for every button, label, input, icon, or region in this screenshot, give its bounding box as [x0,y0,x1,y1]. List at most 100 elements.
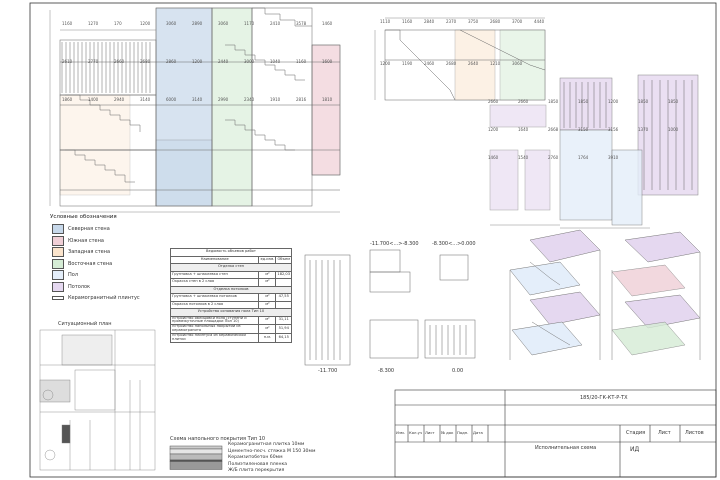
volume-table-title: Ведомость объемов работ [170,248,292,257]
situation-plan-title: Ситуационный план [58,321,112,327]
floor-layer-label: Цементно-песч. стяжка М 150 30мм [228,448,316,454]
table-cell-unit: м² [258,315,277,326]
dimension-label: 1040 [270,59,281,64]
dimension-label: 1200 [140,21,151,26]
table-cell-name: Грунтовка + шпаклевка потолков [169,293,260,302]
south-wall-panel [311,44,341,176]
dimension-label: 1200 [608,99,619,104]
dimension-label: 1190 [402,61,413,66]
wall-development-left [49,7,341,213]
dimension-label: 2460 [424,61,435,66]
table-cell-name: Устройство облицовки пола (ступени и про… [169,315,260,326]
table-group-label: Устройство основания пола Тип 10 [170,308,292,317]
drawing-code: 185/20-ГК-КТ-Р-ТХ [580,395,628,401]
dimension-label: 1860 [62,97,73,102]
table-cell-value [275,278,292,287]
stair-sections [304,249,476,366]
dimension-label: 170 [114,21,122,26]
dimension-label: 2668 [548,127,559,132]
volume-table: Ведомость объемов работ Наименование ед.… [169,248,292,344]
dimension-label: 2660 [488,99,499,104]
isometric-view-1 [509,229,601,360]
legend-label: Южная стена [68,237,104,244]
sheet-border [29,2,717,478]
dimension-label: 1850 [638,99,649,104]
dimension-label: 1910 [270,97,281,102]
legend-swatch [52,281,64,292]
dimension-label: 2640 [468,61,479,66]
dimension-label: 1200 [380,61,391,66]
dimension-label: 3060 [512,61,523,66]
table-group-row: Устройство основания пола Тип 10 [170,308,292,317]
table-group-label: Отделка потолков [170,285,292,294]
dimension-label: 4440 [534,19,545,24]
drawing-description: Исполнительная схема [535,445,597,451]
legend-label: Северная стена [68,226,110,232]
stamp-column-label: Лист [425,430,435,435]
dimension-label: 1110 [380,19,391,24]
dimension-label: 1460 [488,155,499,160]
dimension-label: 3000 [244,59,255,64]
dimension-label: 1850 [578,99,589,104]
dimension-label: 2660 [114,59,125,64]
dimension-label: 3750 [468,19,479,24]
level-mark-b: -8.300 [378,368,395,374]
table-cell-unit: м² [258,278,277,287]
level-range-a: -11.700<...>-8.300 [370,241,419,247]
legend-label: Западная стена [68,249,111,255]
floor-layer-label: Керамогранитная плитка 10мм [228,442,305,447]
dimension-label: 2610 [62,59,73,64]
dimension-label: 1160 [62,21,73,26]
dimension-label: 2340 [244,97,255,102]
legend-title: Условные обозначения [50,214,117,220]
table-cell-value: 47,55 [275,293,292,302]
table-cell-unit: п.м. [258,333,277,344]
table-cell-value [275,300,292,309]
dimension-label: 2990 [218,97,229,102]
east-wall-panel-right [499,29,546,101]
dimension-label: 3060 [166,21,177,26]
table-cell-value: 31,11 [275,315,292,326]
table-group-row: Отделка стен [170,263,292,272]
dimension-label: 1000 [668,127,679,132]
floor-layer-label: Полиэтиленовая пленка [228,461,288,467]
stamp-column-label: Дата [473,430,483,435]
legend-label: Потолок [68,283,91,290]
stamp-column-label: Изм. [396,430,405,435]
dimension-label: 1170 [244,21,255,26]
dimension-label: 2940 [114,97,125,102]
legend-swatch [52,258,64,269]
dimension-label: 2410 [270,21,281,26]
dimension-label: 3140 [140,97,151,102]
west-wall-panel [59,94,131,196]
table-row: Устройство напольных покрытий из керамог… [169,324,292,335]
dimension-label: 1200 [488,127,499,132]
dimension-label: 2680 [490,19,501,24]
dimension-label: 1370 [638,127,649,132]
floor-layer-label: Керамзитобетон 60мм [228,455,283,461]
dimension-label: 1160 [296,59,307,64]
dimension-label: 1640 [518,127,529,132]
floor-plans [489,74,699,229]
stamp-label-sheet: Лист [658,430,671,436]
dimension-label: 3140 [192,97,203,102]
legend-label: Пол [68,272,79,278]
dimension-label: 2860 [166,59,177,64]
table-cell-value: 64,15 [275,333,292,344]
table-cell-value: 51,94 [275,324,292,335]
dimension-label: 2760 [548,155,559,160]
legend-swatch [52,270,64,280]
dimension-label: 3150 [578,127,589,132]
dimension-label: 1850 [668,99,679,104]
dimension-label: 3060 [218,21,229,26]
dimension-label: 2680 [140,59,151,64]
dimension-label: 1270 [88,21,99,26]
dimension-label: 1160 [402,19,413,24]
dimension-label: 1200 [192,59,203,64]
stamp-column-label: Кол.уч [409,430,423,435]
dimension-label: 2440 [218,59,229,64]
situation-plan [39,329,156,471]
